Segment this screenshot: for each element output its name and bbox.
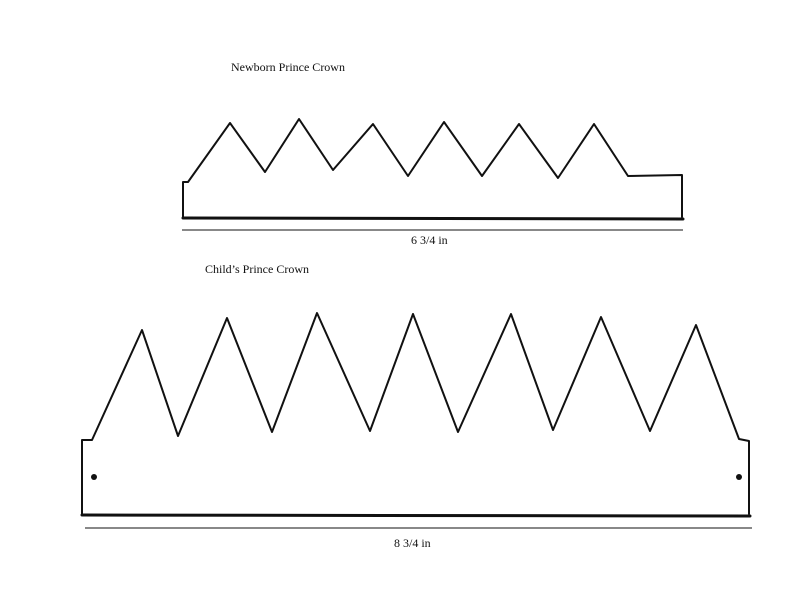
child-crown-title: Child’s Prince Crown (205, 262, 309, 276)
newborn-crown-width-label: 6 3/4 in (411, 233, 448, 247)
newborn-crown-outline (182, 118, 683, 218)
child-crown-right-hole (736, 474, 742, 480)
newborn-crown-base (181, 216, 685, 221)
child-crown-base (80, 513, 752, 518)
newborn-crown-title: Newborn Prince Crown (231, 60, 345, 74)
child-crown-outline (81, 312, 750, 515)
child-crown-width-label: 8 3/4 in (394, 536, 431, 550)
child-crown-left-hole (91, 474, 97, 480)
